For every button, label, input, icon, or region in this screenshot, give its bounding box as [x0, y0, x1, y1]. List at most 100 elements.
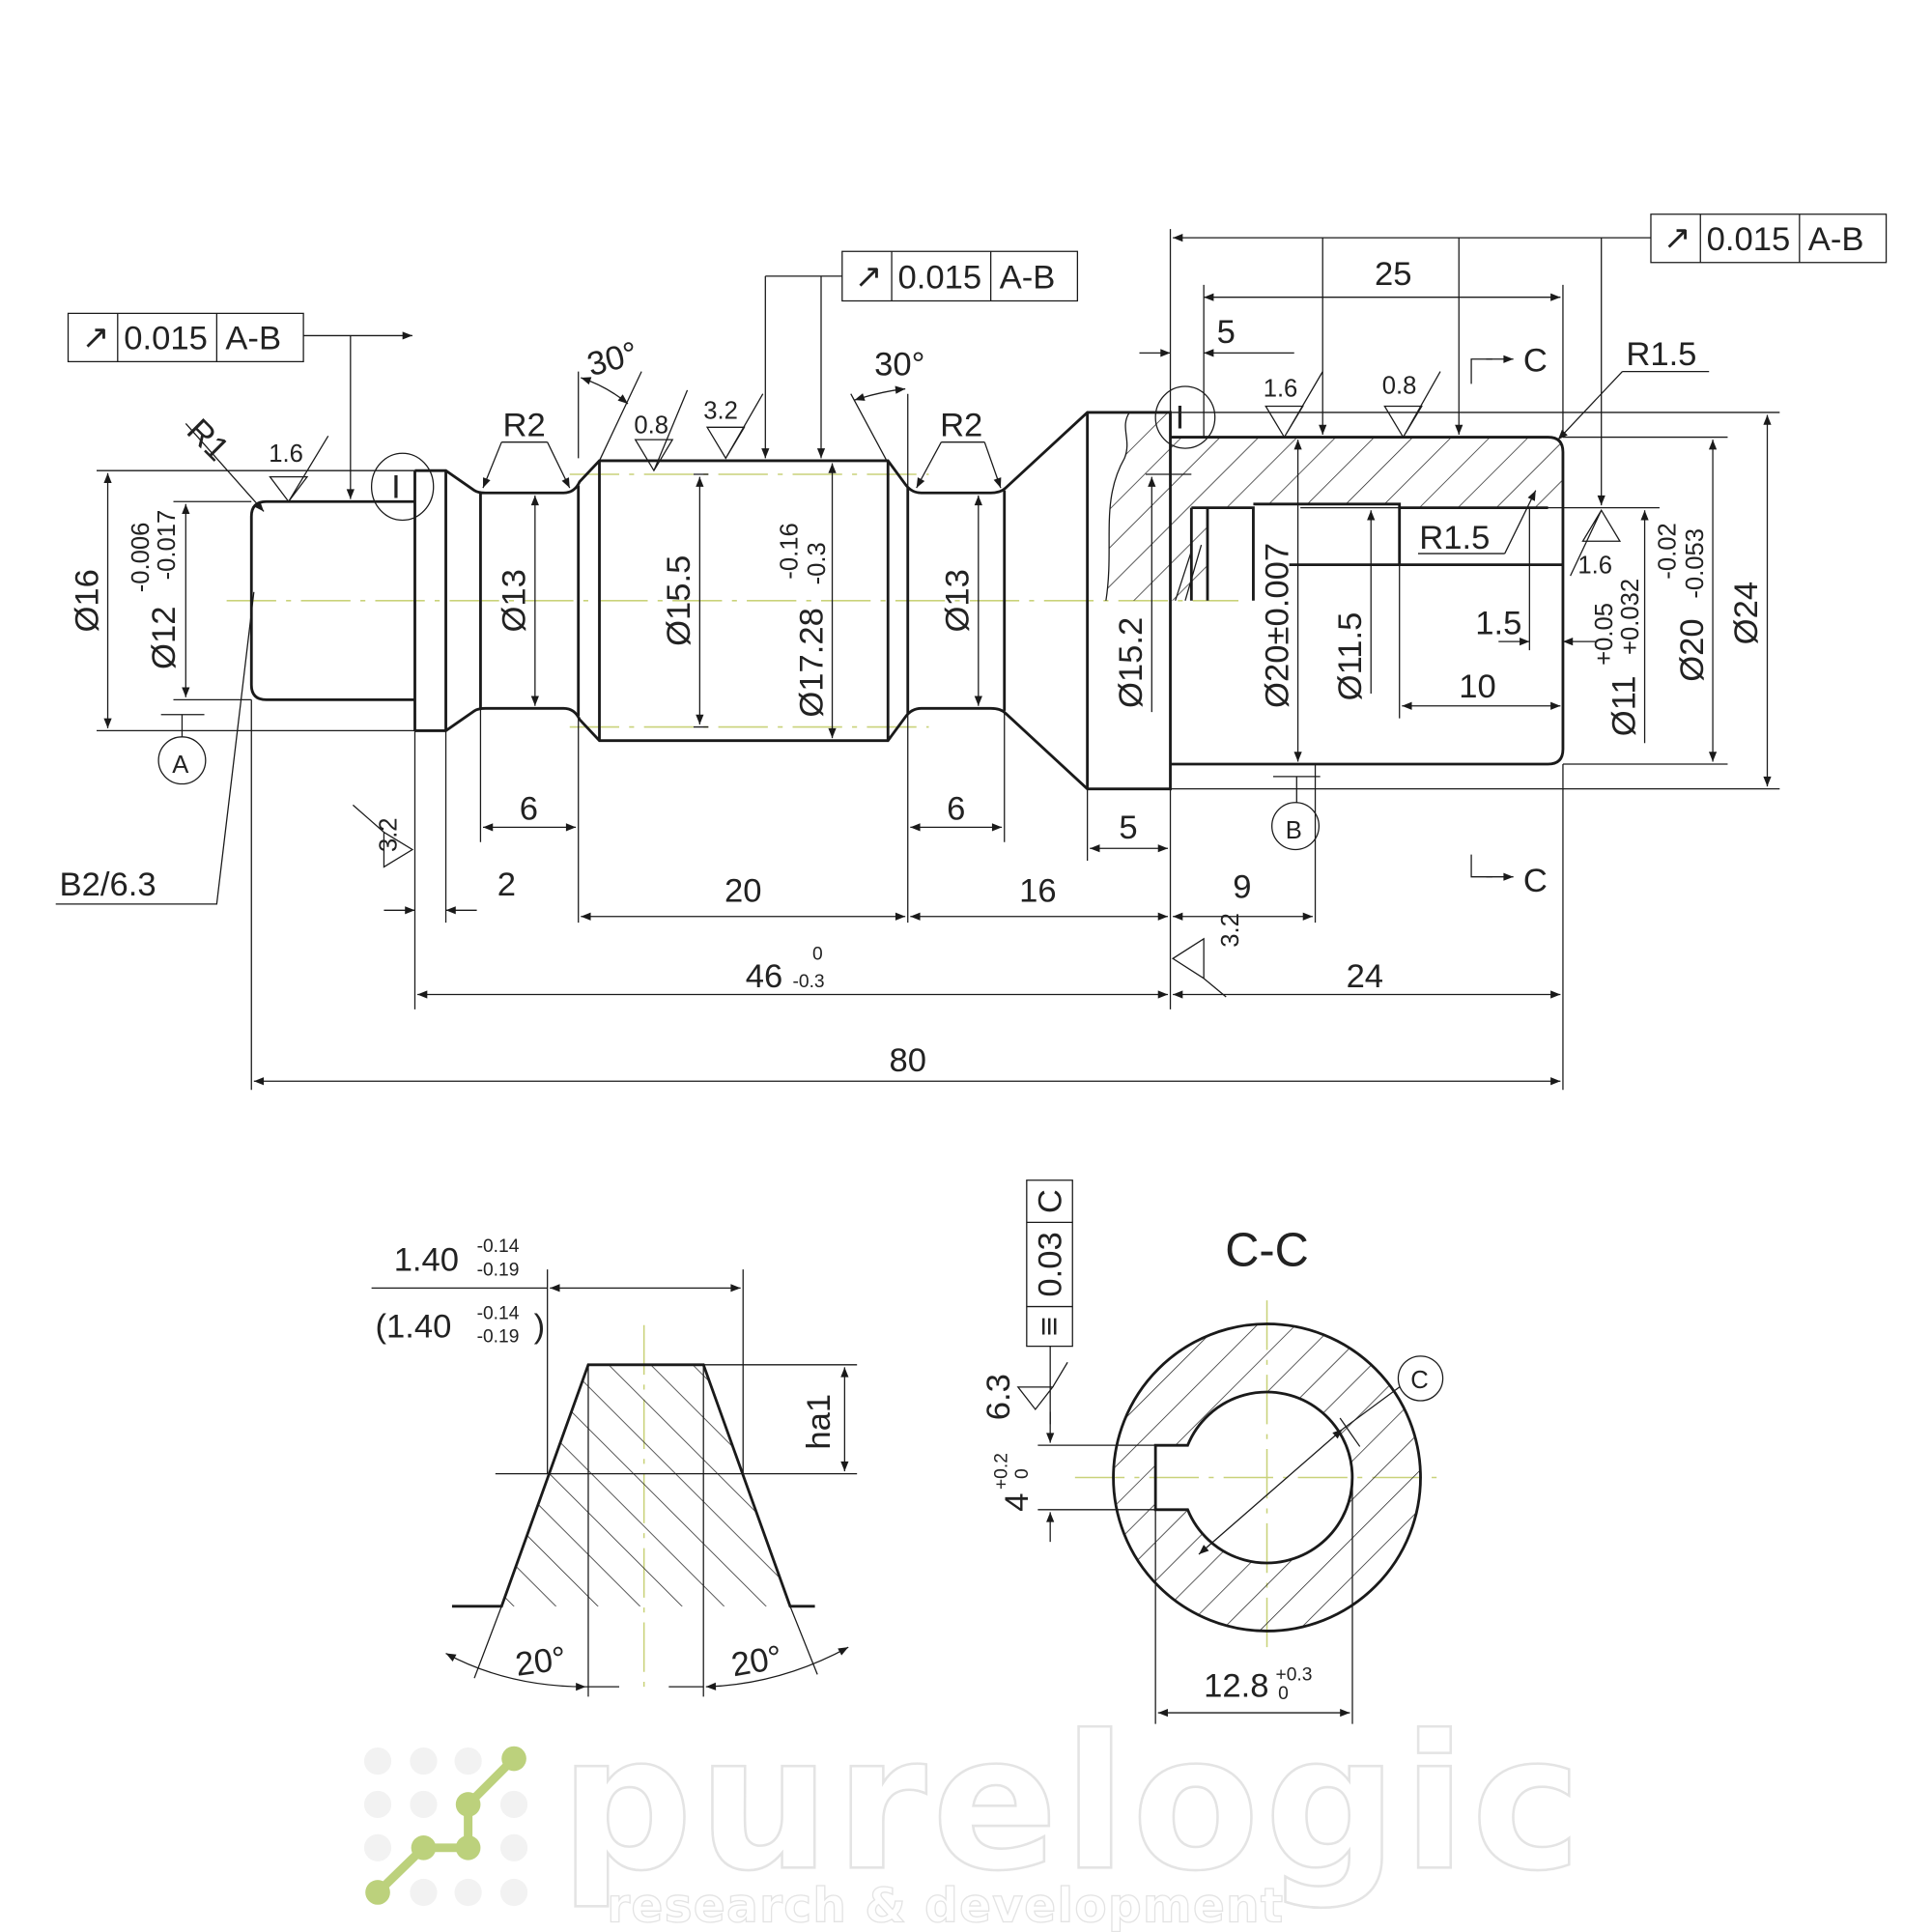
angle-label: 20°: [513, 1640, 568, 1684]
markers: [157, 385, 1321, 851]
diameter-label: Ø11.5: [1332, 612, 1369, 701]
watermark-brand: purelogic: [559, 1696, 1581, 1912]
diameter-label: Ø13: [940, 569, 977, 632]
roughness-value: 6.3: [980, 1374, 1017, 1420]
fcf-middle: ↗ 0.015 A-B: [841, 250, 1079, 302]
fcf-left: ↗ 0.015 A-B: [67, 312, 304, 363]
length-label: 80: [889, 1042, 926, 1079]
roughness-symbol: [1383, 371, 1441, 439]
tolerance-lower: 0: [1012, 1468, 1033, 1479]
section-outer: [1112, 1322, 1422, 1633]
diameter-label: Ø11: [1605, 675, 1642, 736]
roughness-symbols: [269, 371, 1622, 998]
roughness-value: 1.6: [269, 440, 303, 468]
roughness-value: 3.2: [703, 397, 738, 424]
radius-label: R2: [503, 407, 546, 443]
length-label: 6: [947, 791, 965, 828]
runout-icon: ↗: [855, 258, 883, 295]
length-label: 24: [1347, 958, 1384, 995]
roughness-symbol: [1264, 371, 1323, 439]
hatched-section: [1105, 412, 1563, 601]
tooth-width-reference: (1.40: [375, 1309, 451, 1346]
diameter-label: Ø17.28: [793, 608, 830, 718]
tolerance-lower: -0.017: [154, 510, 181, 581]
length-label: 2: [497, 867, 516, 903]
shaft-outline: [249, 411, 1565, 791]
tolerance-lower: -0.3: [804, 542, 831, 584]
tolerance-upper: +0.3: [1276, 1665, 1313, 1686]
fcf-datum: A-B: [1808, 221, 1864, 258]
fcf-symmetry-box: [1026, 1179, 1073, 1348]
length-label: 1.5: [1475, 605, 1521, 641]
section-hatch: [1113, 1323, 1421, 1632]
roughness-value: 1.6: [1577, 553, 1612, 580]
datum-c-label: C: [1410, 1367, 1429, 1394]
length-label: 20: [724, 872, 762, 909]
tolerance-lower: -0.19: [477, 1327, 520, 1348]
key-width: 4: [999, 1493, 1036, 1512]
section-mark: C: [1523, 863, 1548, 899]
roughness-value: 3.2: [375, 817, 402, 852]
roughness-symbol: [269, 435, 329, 503]
length-label: 5: [1119, 810, 1137, 846]
length-label: 9: [1233, 868, 1251, 905]
detail-marker: I: [1176, 400, 1185, 437]
roughness-symbol: [705, 393, 764, 460]
length-label: 25: [1375, 256, 1412, 293]
tooth-width: 1.40: [394, 1241, 459, 1278]
runout-icon: ↗: [1663, 220, 1691, 257]
roughness-symbol: [1016, 1361, 1068, 1411]
angle-label: 20°: [728, 1639, 784, 1685]
fcf-tolerance: 0.03: [1033, 1232, 1069, 1296]
center-hole-label: B2/6.3: [60, 867, 156, 903]
roughness-symbol: [1171, 937, 1227, 998]
diameter-label: Ø15.2: [1113, 617, 1150, 708]
datum-a-label: A: [172, 752, 189, 779]
tolerance-lower: -0.053: [1682, 528, 1709, 599]
slot-edge: [1175, 544, 1203, 601]
tooth-detail: 1.40 -0.14 -0.19 (1.40 -0.14 -0.19 ) ha1…: [371, 1236, 858, 1697]
angle-label: 30°: [583, 335, 641, 384]
fcf-datum: C: [1033, 1189, 1069, 1213]
tooth-hatch: [501, 1364, 790, 1606]
detail-marker: I: [391, 469, 401, 505]
length-label: 6: [520, 791, 538, 828]
shaft-view: [226, 411, 1565, 791]
roughness-symbol: [352, 804, 414, 868]
tolerance-upper: -0.02: [1655, 523, 1682, 579]
dimension-lines: [55, 229, 1780, 1091]
diameter-label: Ø12: [146, 607, 183, 669]
fcf-right: ↗ 0.015 A-B: [1650, 213, 1888, 264]
diameter-label: Ø20±0.007: [1259, 543, 1295, 708]
logo-circuit-icon: [365, 1746, 526, 1905]
roughness-value: 0.8: [634, 412, 668, 440]
break-line: [1105, 412, 1130, 601]
radius-label: R1.5: [1419, 520, 1490, 556]
tolerance-upper: +0.05: [1591, 603, 1618, 666]
diameter-label: Ø13: [497, 569, 533, 632]
tooth-profile: [451, 1363, 815, 1608]
diameter-label: Ø24: [1728, 582, 1765, 644]
tolerance-upper: -0.16: [777, 523, 804, 579]
tolerance-upper: -0.006: [128, 523, 155, 593]
diameter-label: Ø20: [1674, 618, 1711, 681]
fcf-tolerance: 0.015: [124, 321, 208, 357]
roughness-value: 1.6: [1264, 375, 1298, 402]
diameter-label: Ø15.5: [661, 555, 697, 646]
fcf-datum: A-B: [1000, 260, 1056, 297]
tolerance-lower: 0: [1278, 1684, 1289, 1704]
section-mark: C: [1523, 343, 1548, 380]
roughness-symbol: [634, 389, 689, 472]
length-label: 16: [1019, 872, 1057, 909]
section-title: C-C: [1225, 1224, 1309, 1276]
runout-icon: ↗: [82, 319, 110, 355]
tolerance-lower: +0.032: [1617, 579, 1644, 655]
section-cc: C-C ≡ 0.03 C 6.3 4 +0.2 0 C 12.8 +0.3 0: [980, 1179, 1444, 1724]
tolerance-upper: -0.14: [477, 1236, 520, 1257]
diameter-label: Ø16: [69, 569, 105, 632]
datum-b-label: B: [1286, 817, 1302, 844]
radius-label: R2: [940, 407, 982, 443]
tolerance-upper: 0: [812, 945, 823, 965]
roughness-symbol: [1570, 508, 1622, 577]
